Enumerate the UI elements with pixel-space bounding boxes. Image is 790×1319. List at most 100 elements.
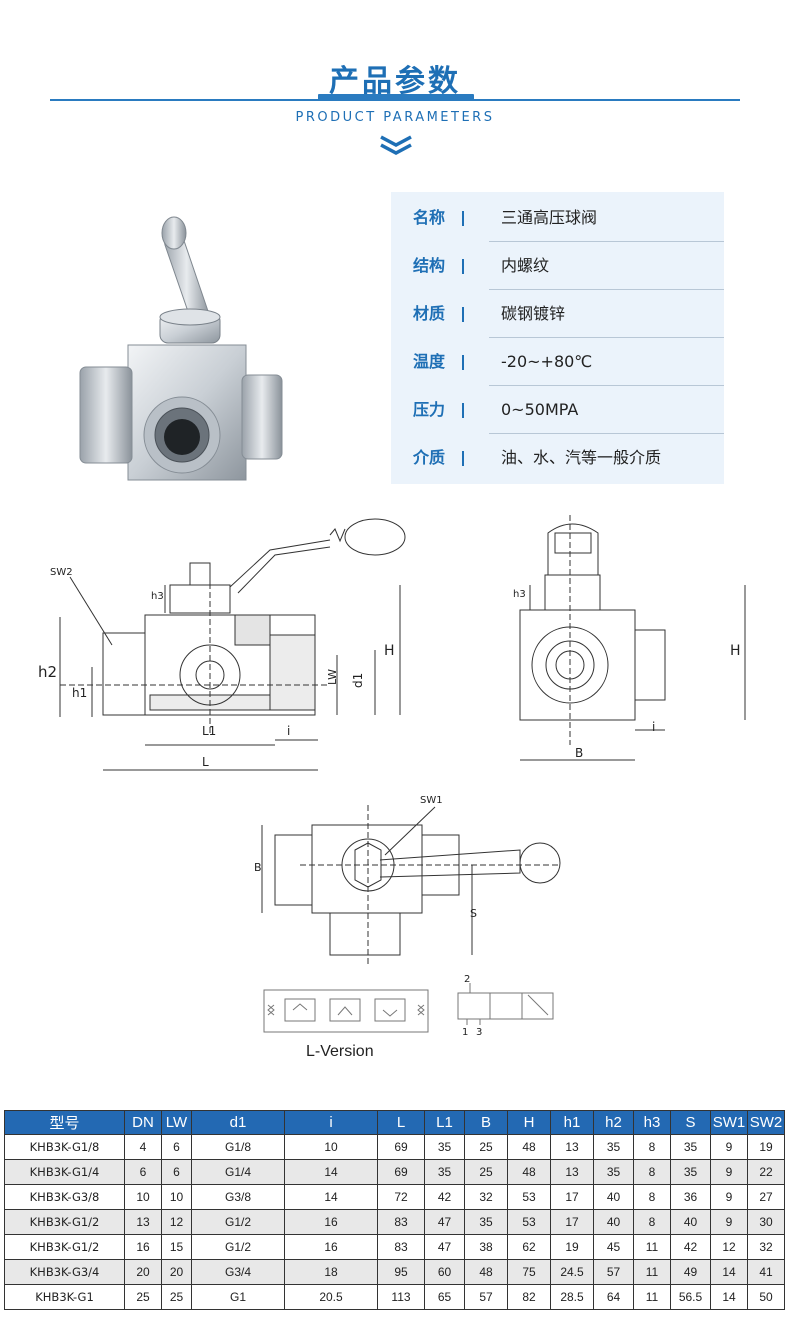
spec-cell: 6 xyxy=(161,1159,192,1185)
spec-cell: 53 xyxy=(507,1184,551,1210)
parameter-table: 名称 三通高压球阀 结构 内螺纹 材质 碳钢镀锌 温度 -20~+80℃ 压力 … xyxy=(391,192,724,484)
label-LW: LW xyxy=(326,669,339,685)
spec-cell: 72 xyxy=(377,1184,425,1210)
param-value: 内螺纹 xyxy=(501,256,550,275)
spec-cell: 35 xyxy=(424,1134,465,1160)
spec-cell: 9 xyxy=(710,1134,748,1160)
param-divider xyxy=(489,289,724,290)
spec-cell: 75 xyxy=(507,1259,551,1285)
spec-cell: 83 xyxy=(377,1209,425,1235)
label-i-front: i xyxy=(287,724,290,738)
spec-cell: 15 xyxy=(161,1234,192,1260)
spec-cell: 17 xyxy=(550,1209,594,1235)
param-label: 温度 xyxy=(413,352,446,371)
spec-cell: 35 xyxy=(670,1134,711,1160)
spec-header-cell: DN xyxy=(124,1110,162,1135)
spec-cell: 64 xyxy=(593,1284,634,1310)
spec-cell: 8 xyxy=(633,1134,671,1160)
spec-cell: 12 xyxy=(161,1209,192,1235)
spec-cell: 25 xyxy=(464,1134,508,1160)
spec-cell: 11 xyxy=(633,1284,671,1310)
label-h2: h2 xyxy=(38,663,57,681)
param-value: 油、水、汽等一般介质 xyxy=(501,448,662,467)
spec-cell: 95 xyxy=(377,1259,425,1285)
param-label: 名称 xyxy=(413,208,446,227)
spec-cell: 14 xyxy=(710,1259,748,1285)
spec-header-cell: SW2 xyxy=(747,1110,785,1135)
product-photo xyxy=(79,216,283,481)
spec-header-cell: LW xyxy=(161,1110,192,1135)
label-H-side: H xyxy=(730,643,741,659)
spec-cell: G1/2 xyxy=(191,1209,285,1235)
spec-cell: 19 xyxy=(550,1234,594,1260)
spec-cell: 13 xyxy=(124,1209,162,1235)
spec-cell: 9 xyxy=(710,1159,748,1185)
spec-cell: 60 xyxy=(424,1259,465,1285)
label-h3-front: h3 xyxy=(151,591,164,602)
spec-cell: G1/2 xyxy=(191,1234,285,1260)
spec-cell: 27 xyxy=(747,1184,785,1210)
spec-cell: G3/8 xyxy=(191,1184,285,1210)
spec-cell: 4 xyxy=(124,1134,162,1160)
spec-header-cell: L xyxy=(377,1110,425,1135)
spec-cell: 9 xyxy=(710,1209,748,1235)
param-value: 碳钢镀锌 xyxy=(501,304,566,323)
param-separator xyxy=(462,259,464,274)
spec-cell: 48 xyxy=(507,1159,551,1185)
page-title: 产品参数 xyxy=(329,64,461,99)
port-label-1: 1 xyxy=(462,1027,468,1038)
spec-cell: 25 xyxy=(161,1284,192,1310)
spec-header-cell: h2 xyxy=(593,1110,634,1135)
spec-header-cell: L1 xyxy=(424,1110,465,1135)
spec-cell: 11 xyxy=(633,1259,671,1285)
flow-schematic xyxy=(263,983,554,1033)
spec-cell: 8 xyxy=(633,1184,671,1210)
label-d1: d1 xyxy=(351,673,365,688)
spec-cell: 42 xyxy=(424,1184,465,1210)
model-cell: KHB3K-G1/8 xyxy=(4,1134,125,1160)
param-divider xyxy=(489,385,724,386)
spec-header-cell: i xyxy=(284,1110,378,1135)
port-label-3: 3 xyxy=(476,1027,482,1038)
param-row-name: 名称 三通高压球阀 xyxy=(391,194,724,242)
param-separator xyxy=(462,355,464,370)
param-divider xyxy=(489,433,724,434)
version-label: L-Version xyxy=(306,1043,374,1060)
spec-cell: 17 xyxy=(550,1184,594,1210)
model-cell: KHB3K-G1/2 xyxy=(4,1234,125,1260)
spec-cell: 69 xyxy=(377,1134,425,1160)
spec-cell: 47 xyxy=(424,1209,465,1235)
spec-header-cell: h1 xyxy=(550,1110,594,1135)
spec-cell: 36 xyxy=(670,1184,711,1210)
spec-cell: 18 xyxy=(284,1259,378,1285)
spec-cell: 83 xyxy=(377,1234,425,1260)
spec-cell: 38 xyxy=(464,1234,508,1260)
param-value: -20~+80℃ xyxy=(501,352,593,371)
spec-cell: 30 xyxy=(747,1209,785,1235)
title-underline-tab xyxy=(318,94,474,100)
spec-header-cell: S xyxy=(670,1110,711,1135)
spec-cell: 50 xyxy=(747,1284,785,1310)
spec-cell: 16 xyxy=(284,1234,378,1260)
spec-cell: 14 xyxy=(284,1184,378,1210)
spec-cell: 9 xyxy=(710,1184,748,1210)
page-subtitle: PRODUCT PARAMETERS xyxy=(295,110,495,125)
spec-cell: 42 xyxy=(670,1234,711,1260)
spec-cell: 40 xyxy=(593,1209,634,1235)
spec-cell: 113 xyxy=(377,1284,425,1310)
spec-cell: 12 xyxy=(710,1234,748,1260)
port-label-2: 2 xyxy=(464,974,470,985)
param-row-structure: 结构 内螺纹 xyxy=(391,242,724,290)
spec-cell: 45 xyxy=(593,1234,634,1260)
spec-cell: 35 xyxy=(593,1134,634,1160)
model-cell: KHB3K-G1/4 xyxy=(4,1159,125,1185)
spec-cell: 25 xyxy=(124,1284,162,1310)
